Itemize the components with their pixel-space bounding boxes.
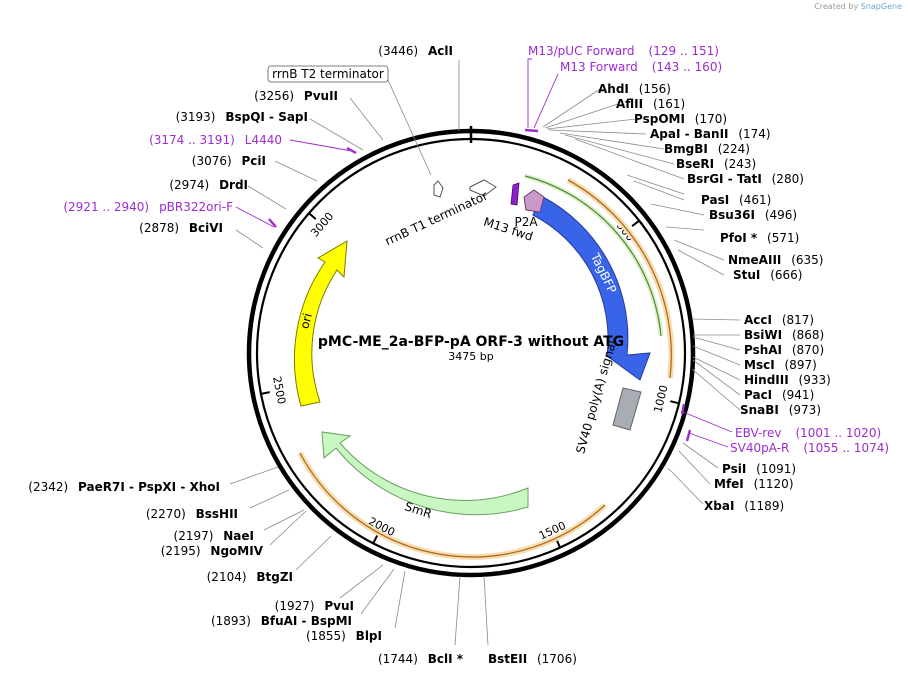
enzyme-label[interactable]: (2974) DrdI [169, 178, 248, 192]
primer-leaders [235, 58, 733, 448]
created-by-text: Created by [814, 2, 859, 11]
primer-bars [268, 128, 692, 442]
enzyme-label[interactable]: (2270) BssHII [146, 507, 238, 521]
scale-tick [260, 391, 270, 395]
enzyme-label[interactable]: ApaI - BanII (174) [650, 127, 771, 141]
primer-label[interactable]: (3174 .. 3191)L4440 [149, 133, 282, 147]
enzyme-label[interactable]: (3256) PvuII [254, 89, 338, 103]
enzyme-label[interactable]: BsiWI (868) [744, 328, 824, 342]
enzyme-leaders [229, 60, 741, 646]
enzyme-label[interactable]: (2195) NgoMIV [161, 544, 264, 558]
scale-tick [308, 212, 317, 220]
enzyme-label[interactable]: (3193) BspQI - SapI [176, 110, 308, 124]
primer-label[interactable]: EBV-rev(1001 .. 1020) [735, 426, 881, 440]
orf-arc-green-line [524, 175, 662, 337]
enzyme-label[interactable]: (1744) BclI * [378, 652, 464, 666]
enzyme-label[interactable]: (2104) BtgZI [207, 570, 293, 584]
enzyme-label[interactable]: (1927) PvuI [275, 599, 354, 613]
enzyme-label[interactable]: Bsu36I (496) [709, 208, 797, 222]
p2a-feature[interactable] [523, 189, 545, 213]
scale-tick-label: 1000 [651, 384, 670, 414]
enzyme-label[interactable]: AccI (817) [744, 313, 814, 327]
scale-tick [670, 400, 680, 405]
enzyme-label[interactable]: (3446) AclI [378, 44, 453, 58]
primer-label[interactable]: (2921 .. 2940)pBR322ori-F [63, 200, 233, 214]
enzyme-label[interactable]: BseRI (243) [676, 157, 756, 171]
smr-feature[interactable] [321, 431, 529, 516]
rrnb-t2-leader [387, 79, 432, 176]
orf-arc-orange-bottom-line [299, 452, 606, 558]
scale-tick-label: 3000 [308, 210, 336, 240]
orf-arc-orange-top-line [567, 179, 672, 379]
sv40-polya-label: SV40 poly(A) signal [573, 339, 619, 456]
enzyme-label[interactable]: StuI (666) [733, 268, 803, 282]
enzyme-label[interactable]: NmeAIII (635) [728, 253, 823, 267]
rrnb-t2-label: rrnB T2 terminator [272, 67, 384, 81]
plasmid-name: pMC-ME_2a-BFP-pA ORF-3 without ATG [318, 334, 624, 350]
plasmid-size: 3475 bp [448, 350, 493, 363]
primer-label[interactable]: M13/pUC Forward(129 .. 151) [528, 44, 719, 58]
sv40-polya-feature[interactable] [612, 387, 642, 431]
enzyme-label[interactable]: PacI (941) [744, 388, 814, 402]
enzyme-label[interactable]: (3076) PciI [192, 154, 266, 168]
ori-feature[interactable] [293, 240, 348, 407]
enzyme-label[interactable]: XbaI (1189) [704, 499, 784, 513]
enzyme-labels-left: (2878) BciVI (2974) DrdI (3076) PciI (31… [139, 44, 453, 235]
rrnb-t1-label: rrnB T1 terminator [383, 188, 490, 248]
scale-tick [631, 219, 640, 228]
primer-label[interactable]: M13 Forward(143 .. 160) [560, 60, 722, 74]
enzyme-label[interactable]: MscI (897) [744, 358, 817, 372]
enzyme-label[interactable]: BstEII (1706) [488, 652, 577, 666]
rrnb-t1-feature[interactable] [469, 179, 497, 197]
enzyme-label[interactable]: (2342) PaeR7I - PspXI - XhoI [28, 480, 220, 494]
tagbfp-feature[interactable] [532, 195, 651, 381]
enzyme-labels-right: AhdI (156) AflII (161) PspOMI (170) ApaI… [598, 82, 831, 513]
scale-tick-label: 2500 [270, 375, 288, 405]
enzyme-label[interactable]: (1855) BlpI [306, 629, 382, 643]
enzyme-label[interactable]: PsiI (1091) [722, 462, 796, 476]
created-by-credit: Created by SnapGene [814, 2, 902, 11]
scale-tick [372, 534, 379, 544]
enzyme-label[interactable]: (1893) BfuAI - BspMI [211, 614, 352, 628]
enzyme-label[interactable]: PshAI (870) [744, 343, 824, 357]
primer-labels: M13/pUC Forward(129 .. 151) M13 Forward(… [63, 44, 889, 455]
enzyme-label[interactable]: HindIII (933) [744, 373, 831, 387]
rrnb-t2-feature[interactable] [433, 180, 444, 198]
enzyme-label[interactable]: SnaBI (973) [740, 403, 821, 417]
enzyme-label[interactable]: PasI (461) [701, 193, 771, 207]
enzyme-label[interactable]: AhdI (156) [598, 82, 671, 96]
primer-label[interactable]: SV40pA-R(1055 .. 1074) [730, 441, 889, 455]
snapgene-logo-text: SnapGene [860, 2, 902, 11]
enzyme-label[interactable]: AflII (161) [616, 97, 685, 111]
rrnb-t2-box [267, 65, 389, 83]
enzyme-label[interactable]: BmgBI (224) [664, 142, 750, 156]
enzyme-label[interactable]: (2878) BciVI [139, 221, 223, 235]
ori-label: ori [297, 312, 315, 331]
enzyme-label[interactable]: BsrGI - TatI (280) [687, 172, 804, 186]
enzyme-label[interactable]: MfeI (1120) [714, 477, 794, 491]
enzyme-label[interactable]: PspOMI (170) [634, 112, 727, 126]
enzyme-label[interactable]: PfoI * (571) [720, 231, 799, 245]
p2a-label: P2A [514, 215, 538, 229]
enzyme-label[interactable]: (2197) NaeI [174, 529, 254, 543]
enzyme-labels-bottom: (1744) BclI * BstEII (1706) (1855) BlpI … [28, 480, 577, 666]
m13-fwd-feature[interactable] [510, 182, 520, 206]
